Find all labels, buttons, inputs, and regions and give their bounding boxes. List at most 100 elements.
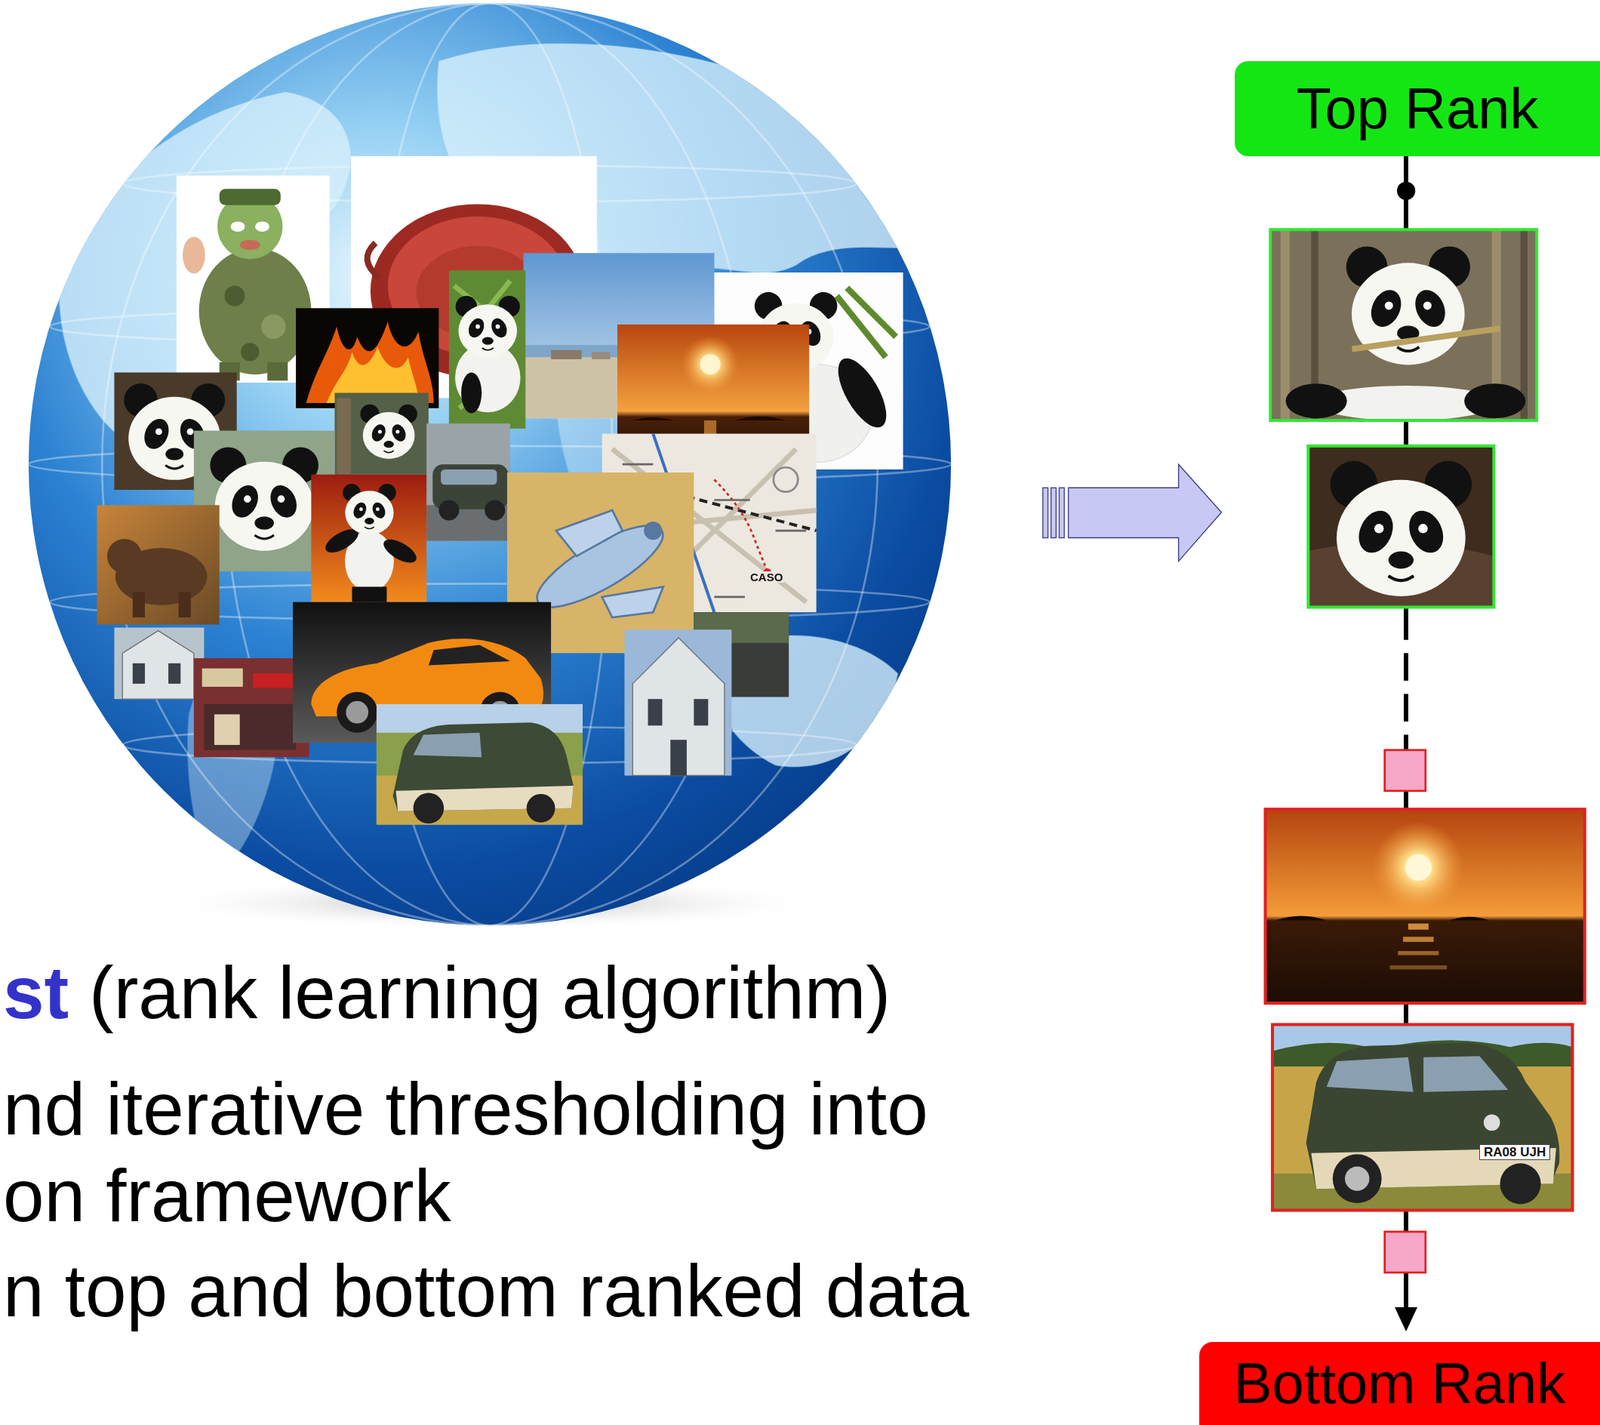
ranked-sunset-photo	[1403, 936, 1434, 942]
photo-sunset-small	[632, 416, 786, 421]
photo-kung-fu-panda	[310, 474, 427, 603]
photo-green-car	[393, 722, 574, 812]
photo-panda-tree	[334, 393, 428, 475]
ranked-car-photo	[1423, 1055, 1508, 1092]
ranked-panda-photo	[1464, 383, 1526, 419]
photo-kung-fu-panda	[344, 530, 394, 592]
photo-red-pot	[350, 156, 597, 398]
photo-panda-face	[123, 383, 225, 480]
photo-panda-eating	[449, 270, 526, 429]
photo-orange-sports-car	[310, 638, 544, 717]
photo-toy-plane	[507, 472, 694, 653]
photo-small-car	[438, 499, 459, 520]
ranked-sunset-photo	[1397, 950, 1439, 955]
photo-map	[602, 433, 817, 613]
photo-brown-bear	[115, 547, 208, 606]
photo-wrestler-toy	[261, 313, 286, 339]
ranked-panda-photo	[1520, 229, 1528, 421]
globe	[555, 304, 664, 531]
photo-kung-fu-panda	[310, 474, 427, 603]
globe	[28, 3, 951, 926]
photo-sunset-small	[681, 335, 739, 394]
photo-house	[132, 663, 145, 684]
photo-sunset-small	[617, 324, 810, 465]
ranked-panda-photo	[1492, 229, 1502, 421]
photo-shop-street	[193, 658, 310, 757]
photo-fire	[326, 347, 419, 404]
photo-beach	[523, 252, 715, 419]
photo-sunset-small	[699, 353, 720, 375]
photo-panda-baby	[209, 447, 319, 551]
photo-house-tall	[624, 629, 732, 776]
photo-kung-fu-panda	[380, 535, 421, 568]
globe	[123, 165, 857, 203]
photo-wrestler-toy	[217, 193, 284, 260]
transition-arrow	[1043, 487, 1049, 538]
photo-green-car	[376, 704, 583, 825]
photo-green-car	[376, 775, 583, 825]
photo-toy-plane	[526, 510, 674, 622]
photo-brown-bear	[96, 504, 219, 625]
node-text: Bottom Rank	[1233, 1350, 1566, 1416]
photo-green-car	[413, 732, 483, 757]
photo-map	[602, 433, 817, 613]
photo-stuffed-panda	[713, 272, 903, 470]
ranked-car-photo	[1306, 1043, 1560, 1189]
photo-panda-eating	[461, 372, 482, 413]
photo-small-car	[426, 423, 511, 541]
photo-house-tall	[632, 637, 725, 776]
photo-wrestler-toy	[199, 248, 312, 376]
photo-house	[122, 630, 194, 700]
photo-wrestler-toy	[219, 188, 281, 206]
map-label: CASO	[748, 571, 785, 583]
photo-wrestler-toy	[240, 240, 261, 251]
rank-order-arrow	[1403, 156, 1409, 1308]
photo-small-car	[484, 499, 505, 520]
photo-orange-sports-car	[489, 701, 512, 724]
pink-marker	[1384, 1231, 1426, 1273]
photo-red-pot	[370, 203, 585, 378]
ranked-panda-photo	[1313, 385, 1498, 421]
photo-shop-street	[214, 713, 240, 745]
globe	[187, 661, 277, 878]
photo-shop-street	[252, 673, 299, 688]
ranked-car-photo	[1272, 1024, 1573, 1210]
photo-wrestler-toy	[230, 221, 246, 232]
photo-beach	[523, 344, 715, 360]
photo-panda-baby	[193, 430, 336, 573]
photo-toy-plane	[556, 510, 623, 557]
transition-arrow	[1068, 464, 1222, 561]
photo-panda-eating	[449, 270, 526, 429]
photo-brown-bear	[178, 591, 191, 618]
globe	[28, 446, 951, 484]
globe	[59, 92, 351, 440]
photo-green-car	[526, 793, 556, 823]
photo-wrestler-toy	[176, 175, 330, 383]
photo-wrestler-toy	[240, 342, 259, 361]
photo-brown-bear	[132, 591, 145, 618]
photo-dark-scene	[693, 612, 789, 697]
photo-dark-scene	[693, 612, 789, 644]
photo-house-tall	[693, 698, 708, 726]
ranked-sunset-photo	[1265, 809, 1585, 1004]
ranked-sunset-photo	[1389, 965, 1447, 970]
photo-shop-street	[193, 658, 310, 757]
rank-line-dot	[1396, 181, 1416, 200]
transition-arrow	[1051, 487, 1057, 538]
globe	[28, 3, 951, 930]
bullet-text: n top and bottom ranked data	[3, 1253, 970, 1328]
photo-house	[113, 627, 204, 700]
rank-line-dash-gaps	[1399, 640, 1414, 654]
rank-line-dash-gaps	[1399, 680, 1414, 695]
photo-green-car	[413, 793, 445, 825]
photo-dark-scene	[693, 612, 789, 697]
photo-map	[622, 479, 817, 531]
photo-brown-bear	[96, 504, 219, 625]
photo-red-pot	[350, 156, 597, 398]
ranked-car-photo	[1272, 1024, 1573, 1056]
ranked-panda-photo	[1310, 229, 1318, 421]
photo-stuffed-panda	[760, 364, 873, 463]
bullet-text: on framework	[3, 1158, 452, 1233]
rank-line-dot	[1396, 181, 1416, 200]
